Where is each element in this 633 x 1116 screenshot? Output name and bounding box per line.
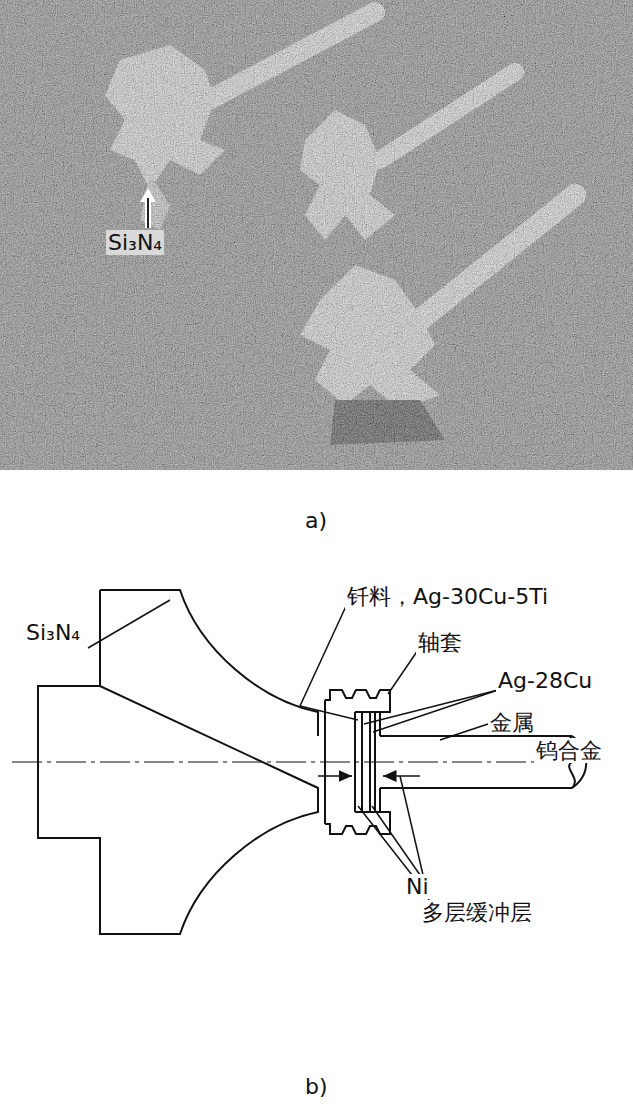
- part-label: Ni: [404, 874, 431, 899]
- part-label: Ag-28Cu: [496, 668, 594, 693]
- material-label: Si₃N₄: [106, 230, 164, 255]
- subfigure-label: b): [303, 1074, 330, 1099]
- part-label: 轴套: [416, 630, 464, 655]
- part-label: 多层缓冲层: [420, 900, 534, 925]
- part-label: 金属: [488, 710, 536, 735]
- photo: [0, 0, 633, 470]
- subfigure-label: a): [303, 508, 329, 533]
- part-label: 钨合金: [534, 738, 604, 763]
- impeller-section: [12, 590, 600, 934]
- material-label: Si₃N₄: [24, 620, 82, 645]
- part-label: 钎料，Ag-30Cu-5Ti: [345, 584, 550, 609]
